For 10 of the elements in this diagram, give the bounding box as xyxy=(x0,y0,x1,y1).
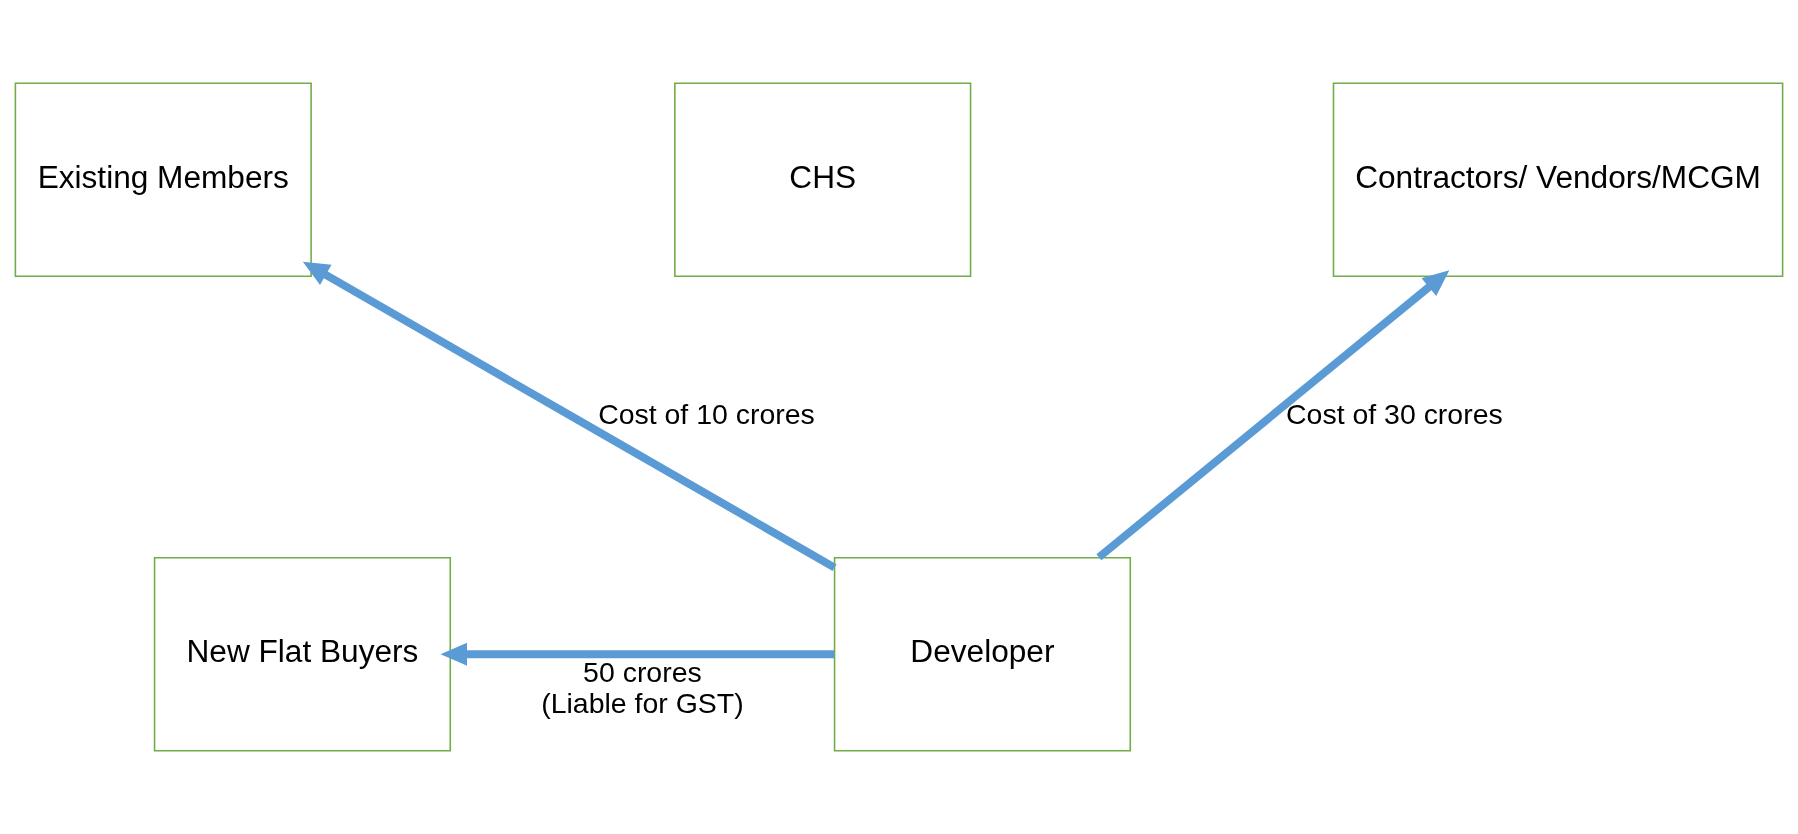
node-box: New Flat Buyers xyxy=(153,556,452,752)
arrow xyxy=(1096,270,1450,561)
node-box: CHS xyxy=(674,82,972,278)
edge-label: Cost of 10 crores xyxy=(598,397,815,430)
edge-label: 50 crores (Liable for GST) xyxy=(541,655,744,720)
node-box: Existing Members xyxy=(14,82,312,278)
node-box: Developer xyxy=(833,556,1132,752)
arrow xyxy=(302,261,837,571)
node-box: Contractors/ Vendors/MCGM xyxy=(1332,82,1784,278)
edge-label: Cost of 30 crores xyxy=(1286,397,1503,430)
